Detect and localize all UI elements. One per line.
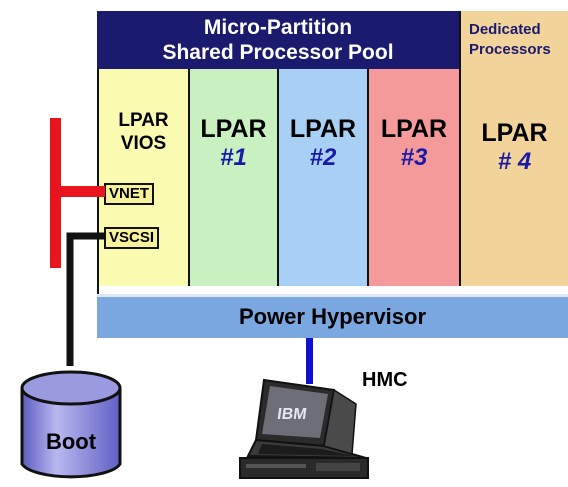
vios-label-line2: VIOS bbox=[120, 133, 167, 154]
hmc-link bbox=[306, 338, 313, 384]
boot-disk-icon bbox=[20, 370, 122, 479]
network-bus-vertical bbox=[50, 118, 61, 268]
boot-label: Boot bbox=[45, 429, 97, 454]
lpar-4-label: LPAR bbox=[481, 119, 548, 147]
dedicated-processors-header: Dedicated Processors bbox=[459, 11, 568, 69]
vios-label-line1: LPAR bbox=[118, 110, 169, 131]
lpar-3-label: LPAR bbox=[380, 115, 448, 143]
lpar-2-number: #2 bbox=[309, 144, 337, 171]
lpar-3: LPAR #3 bbox=[367, 69, 459, 286]
shared-pool-title-line2: Shared Processor Pool bbox=[162, 41, 394, 64]
shared-pool-title-line1: Micro-Partition bbox=[203, 16, 353, 39]
hmc-label: HMC bbox=[362, 369, 408, 391]
dedicated-title-line1: Dedicated bbox=[469, 21, 541, 38]
vscsi-adapter: VSCSI bbox=[104, 227, 160, 249]
lpar-4: LPAR # 4 bbox=[459, 69, 568, 286]
storage-link bbox=[66, 232, 104, 366]
shared-pool-header: Micro-Partition Shared Processor Pool bbox=[97, 11, 459, 69]
lpar-1-number: #1 bbox=[220, 144, 247, 171]
lpar-3-number: #3 bbox=[400, 144, 428, 171]
lpar-1: LPAR #1 bbox=[188, 69, 277, 286]
network-bus-link bbox=[61, 186, 105, 197]
power-hypervisor: Power Hypervisor bbox=[97, 294, 568, 338]
lpar-2-label: LPAR bbox=[289, 115, 357, 143]
hmc-brand-logo: IBM bbox=[276, 405, 308, 423]
lpar-1-label: LPAR bbox=[200, 115, 267, 143]
lpar-vios: LPAR VIOS bbox=[97, 69, 188, 286]
lpar-2: LPAR #2 bbox=[277, 69, 367, 286]
frame-gap bbox=[97, 286, 568, 294]
dedicated-title-line2: Processors bbox=[469, 41, 551, 58]
lpar-4-number: # 4 bbox=[497, 148, 532, 175]
hmc-laptop-icon: IBM bbox=[239, 378, 369, 479]
vnet-adapter: VNET bbox=[104, 183, 155, 205]
